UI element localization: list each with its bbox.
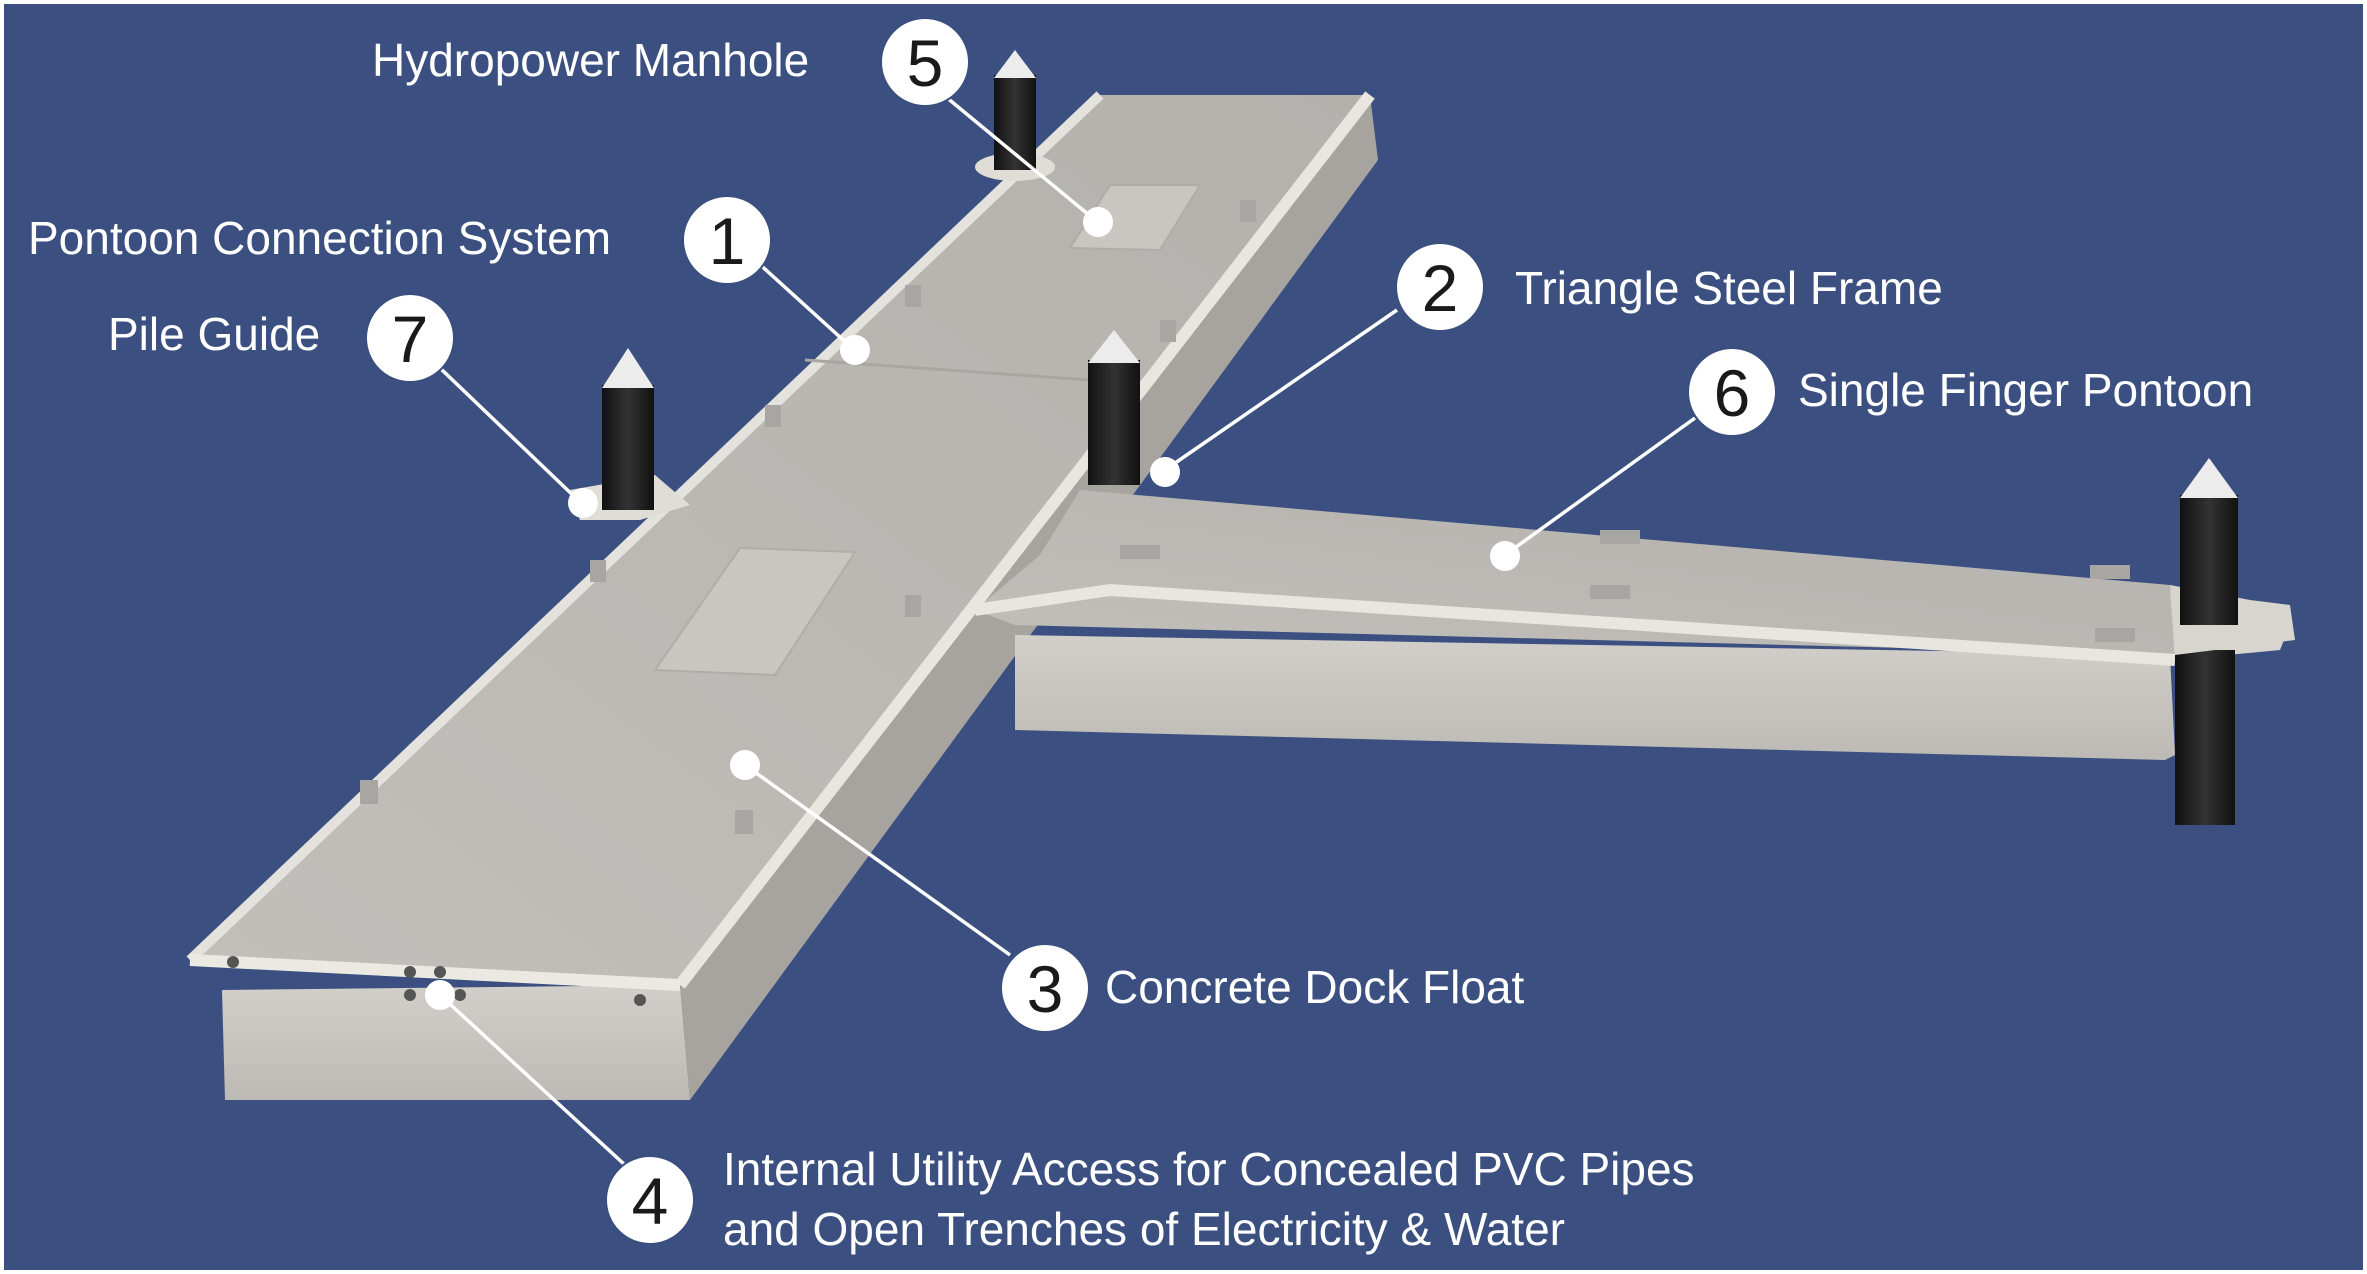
front-hole — [434, 966, 446, 978]
main-pontoon-front-face — [222, 985, 690, 1100]
leader-line-7 — [438, 366, 582, 504]
finger-pontoon-side-face — [1015, 635, 2175, 760]
front-hole — [634, 994, 646, 1006]
piles — [570, 50, 2295, 825]
label-utility-access-line1: Internal Utility Access for Concealed PV… — [723, 1143, 1695, 1195]
badge-3: 3 — [1000, 943, 1090, 1033]
badge-number-7: 7 — [392, 302, 429, 376]
labels: Hydropower Manhole Pontoon Connection Sy… — [28, 34, 2253, 1255]
badges: 5 1 7 2 6 3 4 — [365, 17, 1777, 1245]
cleat — [905, 595, 921, 617]
leader-lines — [425, 90, 1697, 1167]
leader-dot-3 — [730, 750, 760, 780]
leader-dot-6 — [1490, 541, 1520, 571]
cleat — [765, 405, 781, 427]
cleat — [590, 560, 606, 582]
leader-dot-2 — [1150, 457, 1180, 487]
leader-dot-5 — [1083, 207, 1113, 237]
finger-pontoon-rim — [974, 583, 2176, 666]
label-utility-access-line2: and Open Trenches of Electricity & Water — [723, 1203, 1565, 1255]
main-pontoon-rim-right — [675, 91, 1375, 989]
badge-number-5: 5 — [907, 26, 944, 100]
cleat — [1120, 545, 1160, 559]
pile-right — [2170, 458, 2295, 825]
badge-6: 6 — [1687, 347, 1777, 437]
pile-left — [570, 348, 690, 520]
utility-hatch-lower — [653, 546, 857, 677]
badge-4: 4 — [605, 1155, 695, 1245]
cleat — [2095, 628, 2135, 642]
badge-number-6: 6 — [1714, 356, 1751, 430]
front-hole — [404, 966, 416, 978]
label-pile-guide: Pile Guide — [108, 308, 320, 360]
leader-line-6 — [1503, 416, 1697, 557]
cleat — [2090, 565, 2130, 579]
leader-line-3 — [743, 763, 1012, 957]
label-concrete-dock-float: Concrete Dock Float — [1105, 961, 1524, 1013]
leader-dot-1 — [840, 335, 870, 365]
badge-2: 2 — [1395, 242, 1485, 332]
main-pontoon-deck — [190, 95, 1370, 985]
badge-5: 5 — [880, 17, 970, 107]
badge-number-3: 3 — [1027, 952, 1064, 1026]
label-hydropower-manhole: Hydropower Manhole — [372, 34, 809, 86]
front-hole — [404, 989, 416, 1001]
badge-7: 7 — [365, 293, 455, 383]
leader-line-5 — [938, 90, 1097, 222]
badge-1: 1 — [682, 195, 772, 285]
cleat — [905, 285, 921, 307]
pile-center — [1088, 330, 1140, 485]
cleat — [1160, 320, 1176, 342]
label-pontoon-connection-system: Pontoon Connection System — [28, 212, 611, 264]
leader-line-1 — [753, 258, 854, 350]
front-hole — [454, 989, 466, 1001]
cleat — [360, 780, 378, 804]
leader-line-4 — [438, 993, 627, 1167]
badge-number-1: 1 — [709, 204, 746, 278]
front-hole — [227, 956, 239, 968]
leader-line-2 — [1164, 308, 1398, 472]
pile-back — [975, 50, 1055, 181]
finger-pontoon-deck — [975, 490, 2175, 655]
cleat — [1590, 585, 1630, 599]
cleat — [735, 810, 753, 834]
leader-dot-7 — [568, 488, 598, 518]
badge-number-2: 2 — [1422, 251, 1459, 325]
label-triangle-steel-frame: Triangle Steel Frame — [1515, 262, 1943, 314]
cleat — [1240, 200, 1256, 222]
label-single-finger-pontoon: Single Finger Pontoon — [1798, 364, 2253, 416]
cleat — [1600, 530, 1640, 544]
main-pontoon-rim-left — [186, 91, 1104, 964]
badge-number-4: 4 — [632, 1164, 669, 1238]
leader-dot-4 — [425, 980, 455, 1010]
